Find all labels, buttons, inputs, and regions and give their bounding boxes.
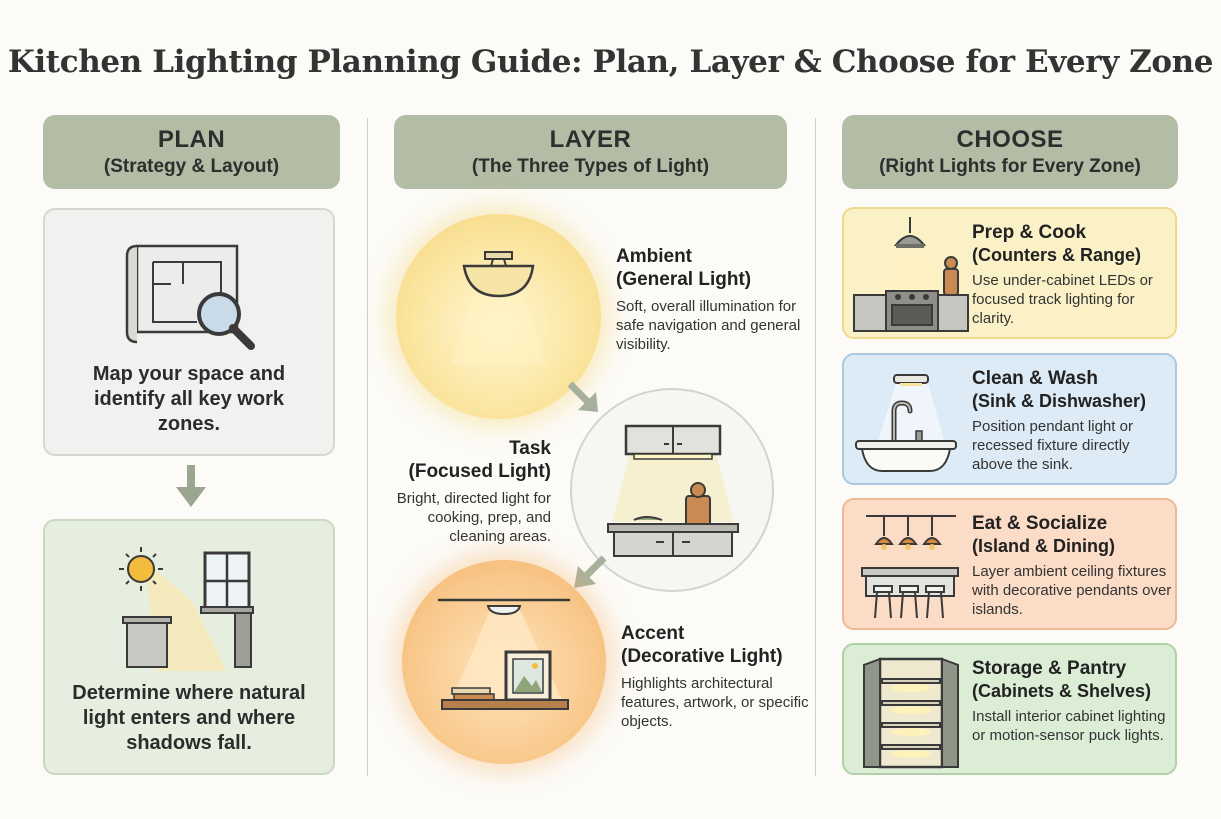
zone-description: Layer ambient ceiling fixtures with deco… xyxy=(972,563,1172,618)
ambient-title: Ambient xyxy=(616,246,692,267)
zone-prep-cook: Prep & Cook (Counters & Range) Use under… xyxy=(842,207,1177,339)
task-description: Bright, directed light for cooking, prep… xyxy=(396,490,551,545)
choose-heading: CHOOSE xyxy=(956,126,1064,153)
task-title: Task xyxy=(509,438,551,459)
zone-title: Storage & Pantry xyxy=(972,658,1127,679)
zone-eat-socialize: Eat & Socialize (Island & Dining) Layer … xyxy=(842,498,1177,630)
plan-subheading: (Strategy & Layout) xyxy=(103,156,280,177)
zone-subtitle: (Cabinets & Shelves) xyxy=(972,681,1152,701)
accent-text: Accent (Decorative Light) Highlights arc… xyxy=(621,622,811,731)
zone-description: Position pendant light or recessed fixtu… xyxy=(972,418,1133,473)
plan-header: PLAN (Strategy & Layout) xyxy=(43,115,340,189)
blueprint-magnifier-icon xyxy=(125,244,255,350)
zone-description: Use under-cabinet LEDs or focused track … xyxy=(972,272,1153,327)
zone-text: Eat & Socialize (Island & Dining) Layer … xyxy=(972,512,1172,619)
zone-title: Prep & Cook xyxy=(972,222,1087,243)
stove-pendant-icon xyxy=(853,217,969,332)
arrow-icon xyxy=(574,555,607,588)
zone-title: Clean & Wash xyxy=(972,368,1098,389)
plan-step-natural-light: Determine where natural light enters and… xyxy=(43,519,335,775)
column-divider xyxy=(367,118,368,776)
choose-subheading: (Right Lights for Every Zone) xyxy=(879,156,1141,177)
ambient-text: Ambient (General Light) Soft, overall il… xyxy=(616,245,806,354)
layer-header: LAYER (The Three Types of Light) xyxy=(394,115,787,189)
layer-heading: LAYER xyxy=(549,126,632,153)
pantry-cabinet-icon xyxy=(863,657,959,769)
island-pendants-icon xyxy=(861,515,959,619)
zone-subtitle: (Island & Dining) xyxy=(972,536,1115,556)
zone-title: Eat & Socialize xyxy=(972,513,1108,534)
zone-text: Prep & Cook (Counters & Range) Use under… xyxy=(972,221,1172,328)
ceiling-fixture-icon xyxy=(451,251,546,364)
zone-description: Install interior cabinet lighting or mot… xyxy=(972,708,1166,744)
layer-subheading: (The Three Types of Light) xyxy=(471,156,710,177)
arrow-icon xyxy=(567,381,598,412)
accent-title: Accent xyxy=(621,623,685,644)
page-title: Kitchen Lighting Planning Guide: Plan, L… xyxy=(7,44,1214,80)
accent-subtitle: (Decorative Light) xyxy=(621,646,783,667)
task-subtitle: (Focused Light) xyxy=(408,461,551,482)
plan-step-natural-light-text: Determine where natural light enters and… xyxy=(72,682,306,754)
zone-storage-pantry: Storage & Pantry (Cabinets & Shelves) In… xyxy=(842,643,1177,775)
under-cabinet-light-icon xyxy=(607,424,739,557)
plan-step-map-text: Map your space and identify all key work… xyxy=(92,363,286,435)
accent-light-circle xyxy=(402,560,606,764)
ambient-description: Soft, overall illumination for safe navi… xyxy=(616,298,801,353)
zone-text: Storage & Pantry (Cabinets & Shelves) In… xyxy=(972,657,1172,745)
choose-header: CHOOSE (Right Lights for Every Zone) xyxy=(842,115,1178,189)
sun-window-icon xyxy=(119,547,254,671)
task-text: Task (Focused Light) Bright, directed li… xyxy=(383,437,551,546)
plan-step-map: Map your space and identify all key work… xyxy=(43,208,335,456)
zone-text: Clean & Wash (Sink & Dishwasher) Positio… xyxy=(972,367,1172,474)
task-light-circle xyxy=(570,388,774,592)
zone-clean-wash: Clean & Wash (Sink & Dishwasher) Positio… xyxy=(842,353,1177,485)
picture-shelf-light-icon xyxy=(438,598,570,710)
ambient-light-circle xyxy=(396,214,601,419)
accent-description: Highlights architectural features, artwo… xyxy=(621,675,809,730)
zone-subtitle: (Counters & Range) xyxy=(972,245,1142,265)
column-divider xyxy=(815,118,816,776)
zone-subtitle: (Sink & Dishwasher) xyxy=(972,391,1147,411)
sink-icon xyxy=(855,374,957,472)
ambient-subtitle: (General Light) xyxy=(616,269,752,290)
arrow-down-icon xyxy=(176,465,206,507)
plan-heading: PLAN xyxy=(157,126,226,153)
